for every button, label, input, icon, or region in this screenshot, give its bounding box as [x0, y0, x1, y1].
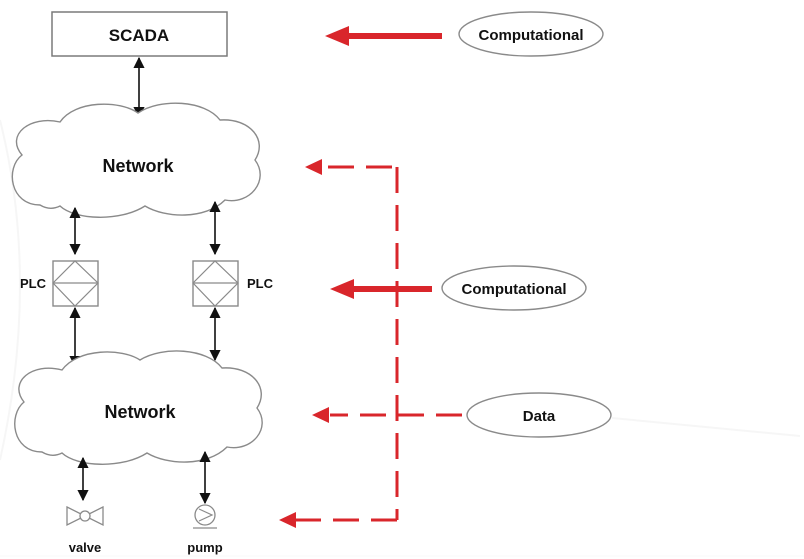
scada-label: SCADA	[109, 26, 169, 45]
valve-icon	[66, 505, 104, 527]
computational-label-middle: Computational	[462, 281, 567, 298]
top-network-cloud: Network	[11, 102, 261, 218]
valve-label: valve	[69, 540, 102, 555]
background-decoration	[0, 119, 804, 557]
data-dashed-connector	[296, 165, 462, 522]
bottom-network-cloud: Network	[14, 350, 263, 465]
plc-right-icon	[192, 260, 239, 307]
bottom-network-label: Network	[104, 402, 176, 422]
computational-ellipse-top: Computational	[458, 11, 604, 57]
data-label: Data	[523, 408, 556, 425]
top-network-label: Network	[102, 156, 174, 176]
plc-left-label: PLC	[20, 276, 47, 291]
computational-label-top: Computational	[479, 27, 584, 44]
data-ellipse: Data	[466, 392, 612, 438]
computational-arrow-top	[325, 26, 442, 46]
plc-left-icon	[52, 260, 99, 307]
scada-box: SCADA	[51, 11, 228, 57]
plc-right-label: PLC	[247, 276, 274, 291]
computational-arrow-middle	[330, 279, 432, 299]
computational-ellipse-middle: Computational	[441, 265, 587, 311]
pump-label: pump	[187, 540, 222, 555]
data-arrowheads	[279, 159, 329, 528]
pump-icon	[193, 504, 217, 529]
